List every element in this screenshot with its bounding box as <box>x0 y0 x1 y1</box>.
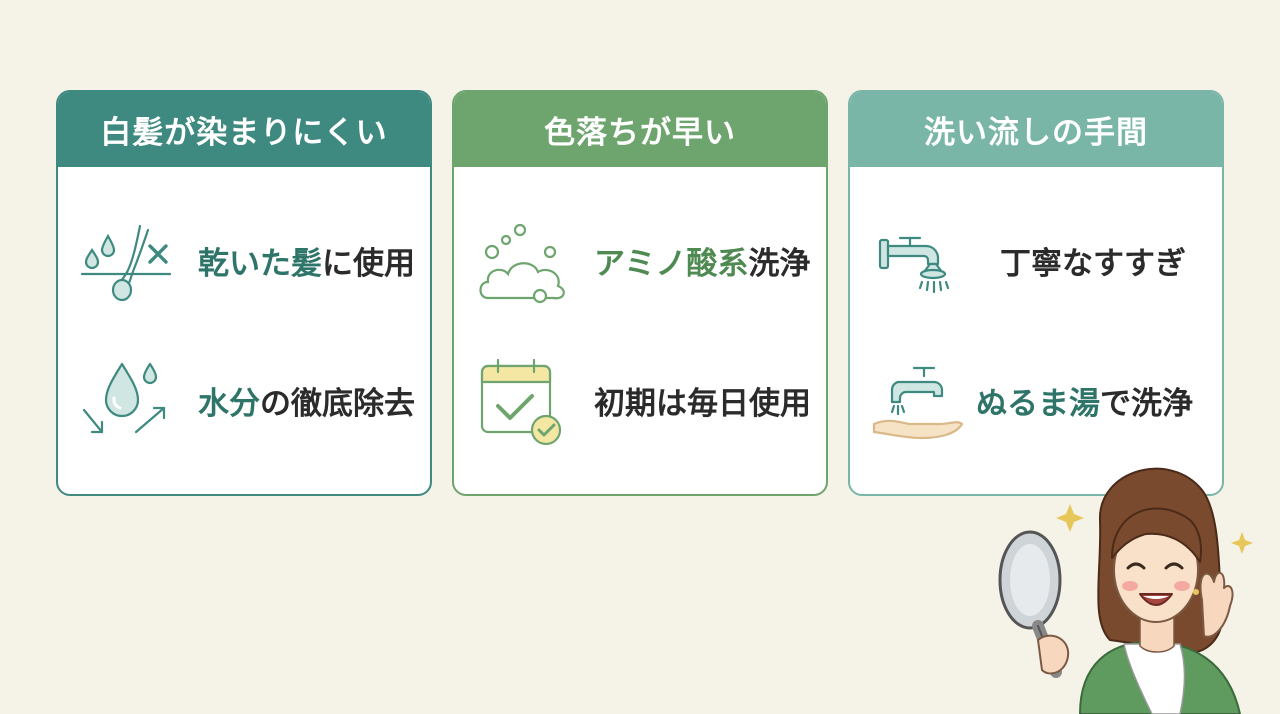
list-item: 丁寧なすすぎ <box>850 210 1222 310</box>
list-item: 水分の徹底除去 <box>58 350 430 450</box>
list-item: アミノ酸系洗浄 <box>454 210 826 310</box>
foam-bubbles-icon <box>474 212 570 308</box>
card-fast-fading: 色落ちが早い アミノ酸系洗浄 <box>452 90 828 496</box>
item-label: 乾いた髪に使用 <box>198 245 415 282</box>
water-drop-arrows-icon <box>78 352 174 448</box>
faucet-hand-icon <box>870 352 966 448</box>
item-label: 丁寧なすすぎ <box>1000 245 1186 282</box>
list-item: 乾いた髪に使用 <box>58 210 430 310</box>
faucet-shower-icon <box>870 212 966 308</box>
card-title: 白髪が染まりにくい <box>58 92 430 167</box>
hair-drop-cross-icon <box>78 212 174 308</box>
list-item: 初期は毎日使用 <box>454 350 826 450</box>
item-label: 水分の徹底除去 <box>198 385 415 422</box>
item-label: アミノ酸系洗浄 <box>594 245 811 282</box>
item-label: 初期は毎日使用 <box>594 385 811 422</box>
card-title: 洗い流しの手間 <box>850 92 1222 167</box>
list-item: ぬるま湯で洗浄 <box>850 350 1222 450</box>
card-gray-hair: 白髪が染まりにくい 乾いた髪に使用 <box>56 90 432 496</box>
item-label: ぬるま湯で洗浄 <box>976 385 1193 422</box>
woman-with-hand-mirror-icon <box>990 450 1280 714</box>
card-title: 色落ちが早い <box>454 92 826 167</box>
calendar-check-icon <box>474 352 570 448</box>
card-rinsing-effort: 洗い流しの手間 丁寧なすすぎ ぬるま湯で洗浄 <box>848 90 1224 496</box>
